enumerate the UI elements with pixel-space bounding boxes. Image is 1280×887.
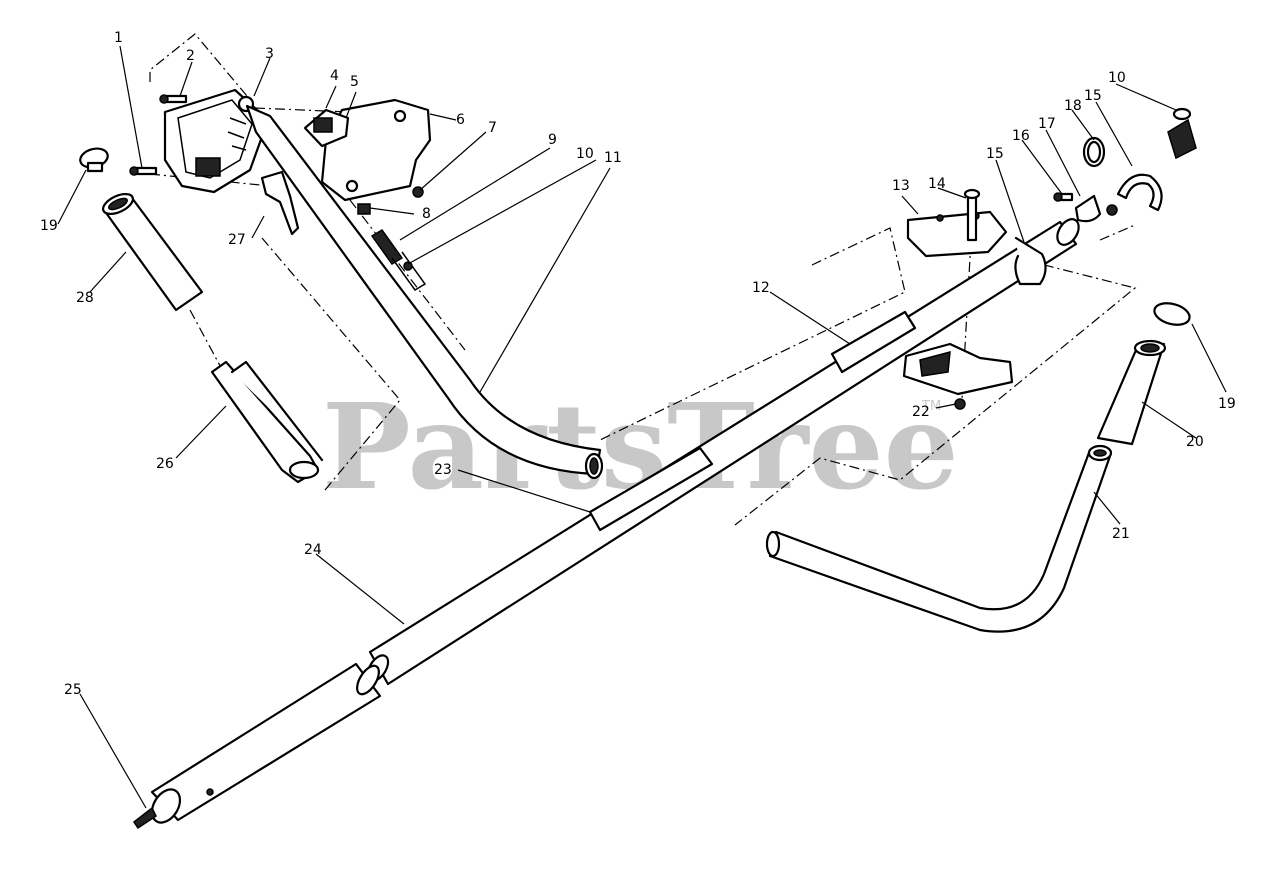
callout-17: 17 xyxy=(1038,116,1056,132)
callout-19-right: 19 xyxy=(1218,396,1236,412)
callout-14: 14 xyxy=(928,176,946,192)
callout-20: 20 xyxy=(1186,434,1204,450)
callout-1: 1 xyxy=(114,30,123,46)
callout-18: 18 xyxy=(1064,98,1082,114)
trigger-lever-part xyxy=(260,170,300,236)
end-cap-part-left xyxy=(79,147,109,173)
callout-labels: 1 2 3 4 5 6 7 8 9 10 11 10 18 15 17 16 1… xyxy=(40,30,1236,698)
callout-26: 26 xyxy=(156,456,174,472)
j-handle-part xyxy=(765,444,1113,633)
callout-9: 9 xyxy=(548,132,557,148)
switch-part xyxy=(303,108,350,148)
callout-25: 25 xyxy=(64,682,82,698)
callout-10-left: 10 xyxy=(576,146,594,162)
callout-24: 24 xyxy=(304,542,322,558)
main-shaft-part xyxy=(366,218,1080,686)
callout-8: 8 xyxy=(422,206,431,222)
watermark-tm: TM xyxy=(921,399,941,414)
upper-shaft-part xyxy=(245,104,604,480)
callout-4: 4 xyxy=(330,68,339,84)
callout-5: 5 xyxy=(350,74,359,90)
callout-23: 23 xyxy=(434,462,452,478)
bolt-part xyxy=(963,188,981,242)
callout-7: 7 xyxy=(488,120,497,136)
callout-27: 27 xyxy=(228,232,246,248)
nut-part xyxy=(954,398,966,410)
spring-part xyxy=(357,203,427,291)
drive-tube-part xyxy=(132,662,382,830)
callout-2: 2 xyxy=(186,48,195,64)
callout-10-right: 10 xyxy=(1108,70,1126,86)
clamp-block-lower xyxy=(902,342,1014,396)
callout-6: 6 xyxy=(456,112,465,128)
bracket-part xyxy=(210,360,324,484)
housing-part xyxy=(163,88,270,194)
callout-21: 21 xyxy=(1112,526,1130,542)
foam-grip-part xyxy=(102,192,204,312)
callout-15-upper: 15 xyxy=(1084,88,1102,104)
callout-12: 12 xyxy=(752,280,770,296)
callout-15-lower: 15 xyxy=(986,146,1004,162)
right-grip-part xyxy=(1096,339,1167,446)
callout-16: 16 xyxy=(1012,128,1030,144)
callout-13: 13 xyxy=(892,178,910,194)
callout-22: 22 xyxy=(912,404,930,420)
screw-part-1 xyxy=(129,166,158,176)
callout-3: 3 xyxy=(265,46,274,62)
hanger-clip-part xyxy=(1014,236,1047,286)
callout-28: 28 xyxy=(76,290,94,306)
callout-19-left: 19 xyxy=(40,218,58,234)
leader-lines xyxy=(57,45,1227,809)
cover-plate-part xyxy=(320,98,432,202)
right-hardware-parts xyxy=(1053,107,1197,223)
callout-11: 11 xyxy=(604,150,622,166)
end-cap-part-right xyxy=(1153,302,1191,326)
clamp-block-upper xyxy=(906,210,1008,258)
screw-part-2 xyxy=(159,94,188,104)
